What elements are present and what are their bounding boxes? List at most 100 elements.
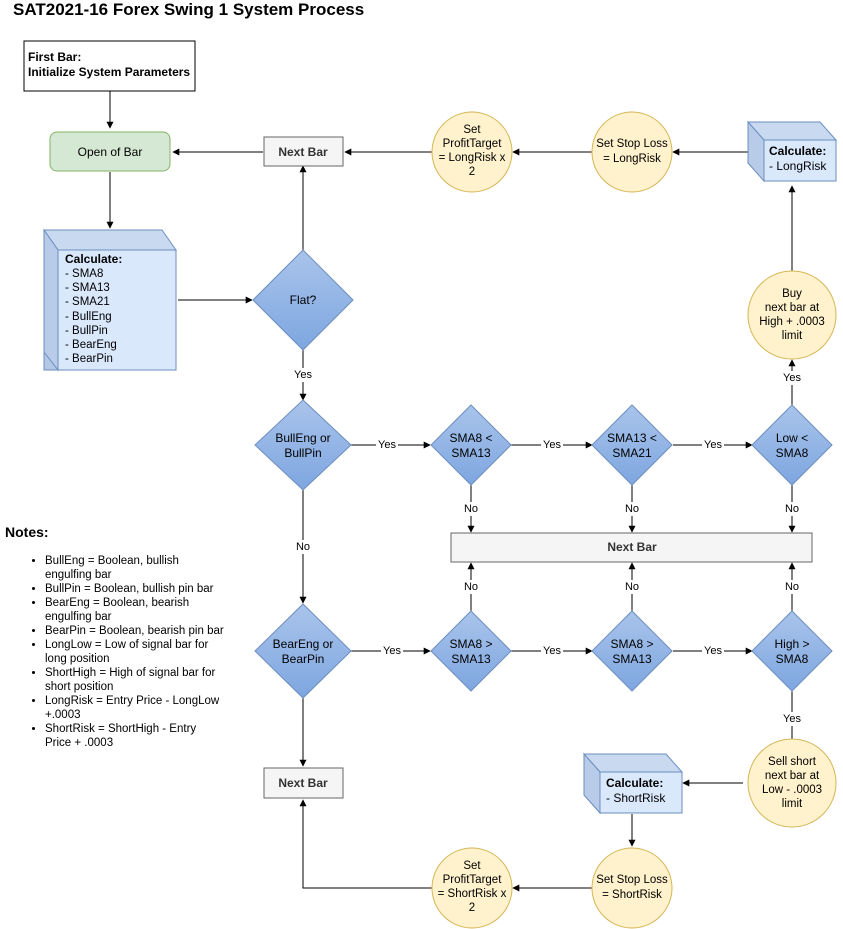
svg-text:- LongRisk: - LongRisk <box>769 159 827 173</box>
next-bar-bottom-label: Next Bar <box>278 776 328 790</box>
flat-label: Flat? <box>290 293 317 307</box>
edge-labels: Yes Yes Yes Yes Yes No No No No No No No… <box>292 368 803 726</box>
calc-main-item: - SMA8 <box>65 268 103 280</box>
edge-target-to-nextbar-bottom <box>299 799 432 889</box>
edge-label-no: No <box>785 581 799 593</box>
svg-text:limit: limit <box>782 330 803 342</box>
svg-text:next bar at: next bar at <box>765 302 820 314</box>
sma13-lt-sma21-diamond: SMA13 < SMA21 <box>591 404 673 486</box>
note-item: BearEng = Boolean, bearish engulfing bar <box>45 596 225 624</box>
sell-circle: Sell short next bar at Low - .0003 limit <box>747 738 837 828</box>
notes-title: Notes: <box>5 524 49 540</box>
target-short-circle: Set ProfitTarget = ShortRisk x 2 <box>431 847 513 929</box>
next-bar-mid-node: Next Bar <box>450 532 813 563</box>
edge-label-no: No <box>464 503 478 515</box>
svg-text:High >: High > <box>774 637 809 651</box>
edge-label-no: No <box>296 541 310 553</box>
note-item: BearPin = Boolean, bearish pin bar <box>45 624 225 638</box>
edge-label-yes: Yes <box>383 645 401 657</box>
edge-label-yes: Yes <box>543 645 561 657</box>
first-bar-line1: First Bar: <box>28 50 81 64</box>
notes-list: BullEng = Boolean, bullish engulfing bar… <box>5 554 225 750</box>
buy-circle: Buy next bar at High + .0003 limit <box>747 270 837 360</box>
sma8-gt-sma13-second-diamond: SMA8 > SMA13 <box>591 610 673 692</box>
note-item: BullPin = Boolean, bullish pin bar <box>45 582 225 596</box>
flat-diamond: Flat? <box>252 249 354 351</box>
edge-label-yes: Yes <box>783 713 801 725</box>
svg-text:Buy: Buy <box>782 288 802 300</box>
edge-label-yes: Yes <box>378 439 396 451</box>
calc-main-header: Calculate: <box>65 252 122 266</box>
note-item: BullEng = Boolean, bullish engulfing bar <box>45 554 225 582</box>
low-lt-sma8-diamond: Low < SMA8 <box>751 404 833 486</box>
calc-main-item: - SMA13 <box>65 282 110 294</box>
svg-text:2: 2 <box>469 166 475 178</box>
svg-text:SMA8 <: SMA8 < <box>449 431 492 445</box>
svg-text:- ShortRisk: - ShortRisk <box>606 791 666 805</box>
svg-text:Calculate:: Calculate: <box>606 776 663 790</box>
edge-label-yes: Yes <box>704 439 722 451</box>
edge-label-no: No <box>785 503 799 515</box>
svg-text:2: 2 <box>469 902 475 914</box>
svg-text:SMA8: SMA8 <box>776 446 809 460</box>
svg-text:Set: Set <box>463 124 481 136</box>
next-bar-top-label: Next Bar <box>278 145 328 159</box>
edge-label-no: No <box>625 581 639 593</box>
svg-text:ProfitTarget: ProfitTarget <box>443 874 503 886</box>
calc-main-item: - BearEng <box>65 339 117 351</box>
calc-short-node: Calculate: - ShortRisk <box>582 752 684 815</box>
svg-text:SMA13: SMA13 <box>451 446 491 460</box>
first-bar-line2: Initialize System Parameters <box>28 65 190 79</box>
stop-long-circle: Set Stop Loss = LongRisk <box>591 111 673 193</box>
svg-text:SMA13: SMA13 <box>612 652 652 666</box>
note-item: ShortRisk = ShortHigh - Entry Price + .0… <box>45 722 225 750</box>
svg-text:Calculate:: Calculate: <box>769 144 826 158</box>
calc-main-item: - BearPin <box>65 353 113 365</box>
notes-panel: Notes: BullEng = Boolean, bullish engulf… <box>5 524 225 750</box>
svg-text:BullEng or: BullEng or <box>275 431 330 445</box>
target-long-circle: Set ProfitTarget = LongRisk x 2 <box>431 111 513 193</box>
svg-text:BearEng or: BearEng or <box>273 637 334 651</box>
open-of-bar-node: Open of Bar <box>49 131 171 172</box>
svg-text:Set: Set <box>463 860 481 872</box>
calc-main-item: - SMA21 <box>65 296 110 308</box>
next-bar-bottom-node: Next Bar <box>263 767 344 799</box>
edges <box>106 91 796 892</box>
calc-long-node: Calculate: - LongRisk <box>746 120 838 183</box>
edge-label-yes: Yes <box>294 369 312 381</box>
svg-text:Set Stop Loss: Set Stop Loss <box>596 874 668 886</box>
calc-main-item: - BullEng <box>65 311 112 323</box>
edge-label-no: No <box>464 581 478 593</box>
note-item: LongLow = Low of signal bar for long pos… <box>45 638 225 666</box>
first-bar-node: First Bar: Initialize System Parameters <box>23 40 196 92</box>
edge-label-yes: Yes <box>543 439 561 451</box>
svg-text:SMA8 >: SMA8 > <box>610 637 653 651</box>
bear-check-diamond: BearEng or BearPin <box>254 603 352 699</box>
svg-text:SMA21: SMA21 <box>612 446 652 460</box>
note-item: ShortHigh = High of signal bar for short… <box>45 666 225 694</box>
svg-text:Sell short: Sell short <box>768 756 817 768</box>
svg-text:= LongRisk x: = LongRisk x <box>439 152 506 164</box>
bull-check-diamond: BullEng or BullPin <box>254 399 352 491</box>
high-gt-sma8-diamond: High > SMA8 <box>751 610 833 692</box>
svg-text:High + .0003: High + .0003 <box>759 316 825 328</box>
svg-text:SMA8: SMA8 <box>776 652 809 666</box>
sma8-gt-sma13-diamond: SMA8 > SMA13 <box>430 610 512 692</box>
svg-text:SMA13 <: SMA13 < <box>607 431 657 445</box>
note-item: LongRisk = Entry Price - LongLow +.0003 <box>45 694 225 722</box>
svg-text:SMA8 >: SMA8 > <box>449 637 492 651</box>
open-of-bar-label: Open of Bar <box>78 145 143 159</box>
edge-label-yes: Yes <box>704 645 722 657</box>
next-bar-top-node: Next Bar <box>263 136 344 167</box>
svg-text:= ShortRisk x: = ShortRisk x <box>438 888 507 900</box>
svg-text:Low <: Low < <box>776 431 808 445</box>
calc-main-node: Calculate: - SMA8 - SMA13 - SMA21 - Bull… <box>43 228 177 372</box>
next-bar-mid-label: Next Bar <box>607 540 657 554</box>
svg-text:limit: limit <box>782 798 803 810</box>
svg-text:= ShortRisk: = ShortRisk <box>602 889 662 901</box>
svg-text:BearPin: BearPin <box>282 652 325 666</box>
svg-text:Low - .0003: Low - .0003 <box>762 784 822 796</box>
svg-text:ProfitTarget: ProfitTarget <box>443 138 503 150</box>
svg-text:SMA13: SMA13 <box>451 652 491 666</box>
